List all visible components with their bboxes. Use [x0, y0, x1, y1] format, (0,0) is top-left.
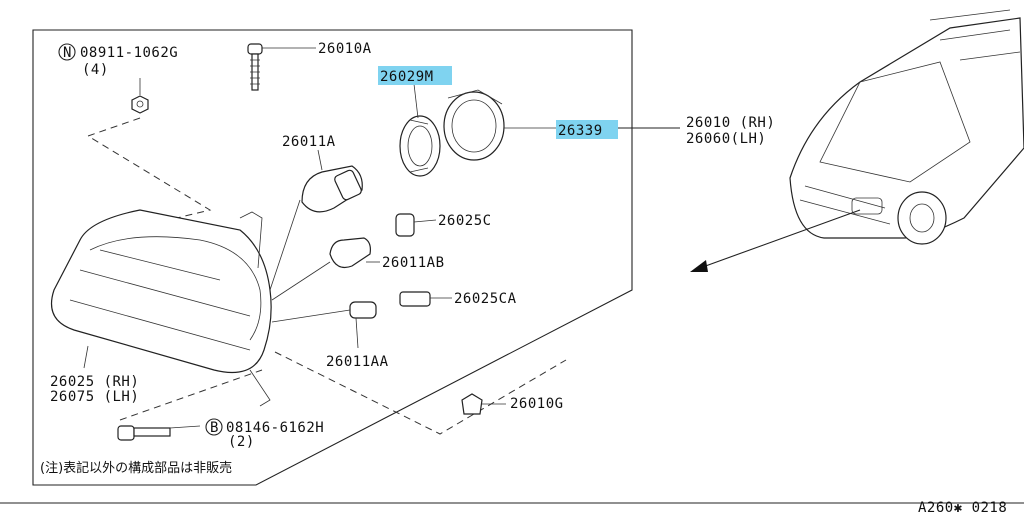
main-bulb-icon: [301, 149, 363, 213]
bulb-ab-icon: [329, 237, 380, 269]
footnote: (注)表記以外の構成部品は非販売: [40, 460, 232, 476]
dash-clip: [274, 351, 567, 435]
label-bulb-ab: 26011AB: [382, 255, 445, 271]
car-illustration: [789, 9, 1024, 245]
label-assy-rh: 26010 (RH): [686, 115, 775, 131]
socket-icon: [399, 83, 441, 177]
label-nut-qty: (4): [82, 62, 109, 78]
label-screw-top: 26010A: [318, 41, 372, 57]
label-lamp-rh: 26025 (RH): [50, 374, 139, 390]
label-lamp-lh: 26075 (LH): [50, 389, 139, 405]
label-bolt: 08146-6162H: [226, 420, 324, 436]
pointer-arrow: [699, 209, 861, 269]
nut-icon: [58, 43, 149, 114]
label-bulb-main: 26011A: [282, 134, 336, 150]
bulb-ca-icon: [399, 291, 452, 307]
diagram-frame: [32, 29, 633, 486]
bolt-marker: B: [210, 420, 219, 436]
highlight-ring: [556, 120, 618, 139]
diagram-code: A260✱ 0218: [918, 500, 1007, 512]
highlight-socket: [378, 66, 452, 85]
arrow-head-icon: [690, 260, 708, 272]
label-socket: 26029M: [380, 69, 434, 85]
label-ring: 26339: [558, 123, 603, 139]
label-bulb-ca: 26025CA: [454, 291, 517, 307]
bolt-icon: [117, 418, 223, 441]
nut-marker: N: [63, 45, 72, 61]
label-clip: 26010G: [510, 396, 564, 412]
dash-nut: [86, 117, 212, 223]
dash-bolt: [119, 369, 263, 421]
ring-icon: [443, 89, 556, 161]
label-bulb-c: 26025C: [438, 213, 492, 229]
label-bolt-qty: (2): [228, 434, 255, 450]
label-nut: 08911-1062G: [80, 45, 178, 61]
headlamp-icon: [50, 209, 272, 407]
screw-icon: [247, 43, 316, 91]
label-bulb-aa: 26011AA: [326, 354, 389, 370]
clip-icon: [461, 393, 506, 415]
bulb-aa-icon: [349, 301, 377, 349]
bulb-c-icon: [395, 213, 437, 237]
label-assy-lh: 26060(LH): [686, 131, 766, 147]
